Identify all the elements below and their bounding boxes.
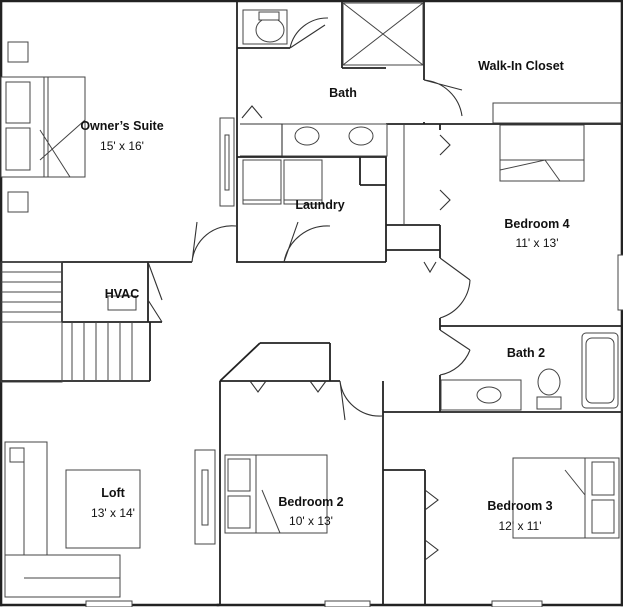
bedroom3-bed xyxy=(512,457,620,539)
bath-name: Bath xyxy=(329,86,357,100)
bedroom2-name: Bedroom 2 xyxy=(278,495,343,509)
staircase xyxy=(0,261,133,383)
doors xyxy=(147,17,471,561)
bath2-name: Bath 2 xyxy=(507,346,545,360)
bath-fixtures xyxy=(240,2,424,157)
laundry-appliances xyxy=(242,159,323,205)
laundry-name: Laundry xyxy=(295,198,344,212)
owners-suite-name: Owner’s Suite xyxy=(80,119,163,133)
bedroom3-dims: 12' x 11' xyxy=(498,519,541,533)
loft-sectional-sofa xyxy=(4,441,141,598)
bedroom2-bed xyxy=(224,454,328,534)
loft-name: Loft xyxy=(101,486,125,500)
bath2-fixtures xyxy=(440,332,619,411)
loft-dims: 13' x 14' xyxy=(91,506,135,520)
bedroom4-name: Bedroom 4 xyxy=(504,217,569,231)
owners-suite-dims: 15' x 16' xyxy=(100,139,144,153)
bedroom4-bed xyxy=(499,124,585,182)
windows xyxy=(85,117,623,607)
hvac-unit xyxy=(107,295,137,311)
bedroom2-dims: 10' x 13' xyxy=(289,514,333,528)
owners-bed xyxy=(0,41,86,213)
bedroom3-name: Bedroom 3 xyxy=(487,499,552,513)
room-labels: Owner’s Suite 15' x 16' Bath Walk-In Clo… xyxy=(80,59,569,533)
hvac-name: HVAC xyxy=(105,287,140,301)
bedroom4-dims: 11' x 13' xyxy=(515,236,558,250)
walk-in-closet-name: Walk-In Closet xyxy=(478,59,564,73)
walk-in-closet-shelves xyxy=(403,102,622,224)
